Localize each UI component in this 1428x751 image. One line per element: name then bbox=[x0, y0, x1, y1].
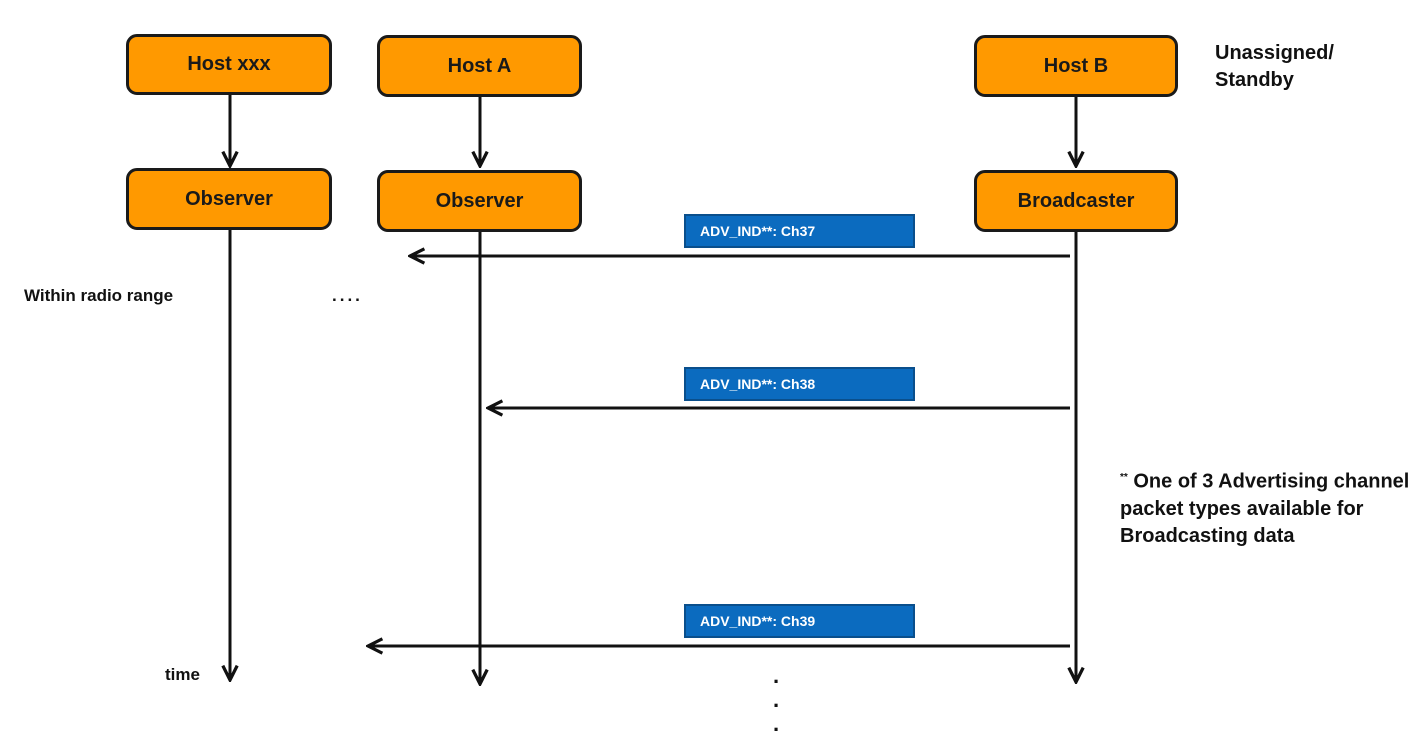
range-label: Within radio range bbox=[24, 286, 174, 305]
message-box-ch38: ADV_IND**: Ch38 bbox=[684, 367, 915, 401]
footnote-marker: ** bbox=[1120, 472, 1128, 483]
time-label: time bbox=[165, 665, 200, 684]
footnote-text: One of 3 Advertising channel packet type… bbox=[1120, 470, 1410, 547]
ellipsis-vertical: . . . bbox=[772, 663, 780, 736]
node-host-a: Host A bbox=[377, 35, 582, 97]
message-box-ch39: ADV_IND**: Ch39 bbox=[684, 604, 915, 638]
node-observer-xxx: Observer bbox=[126, 168, 332, 230]
node-host-b: Host B bbox=[974, 35, 1178, 97]
state-label: Unassigned/ Standby bbox=[1215, 42, 1334, 91]
node-observer-a: Observer bbox=[377, 170, 582, 232]
ellipsis-horizontal: .... bbox=[332, 286, 363, 305]
node-broadcaster: Broadcaster bbox=[974, 170, 1178, 232]
footnote: ** One of 3 Advertising channel packet t… bbox=[1120, 464, 1410, 550]
message-box-ch37: ADV_IND**: Ch37 bbox=[684, 214, 915, 248]
node-host-xxx: Host xxx bbox=[126, 34, 332, 95]
